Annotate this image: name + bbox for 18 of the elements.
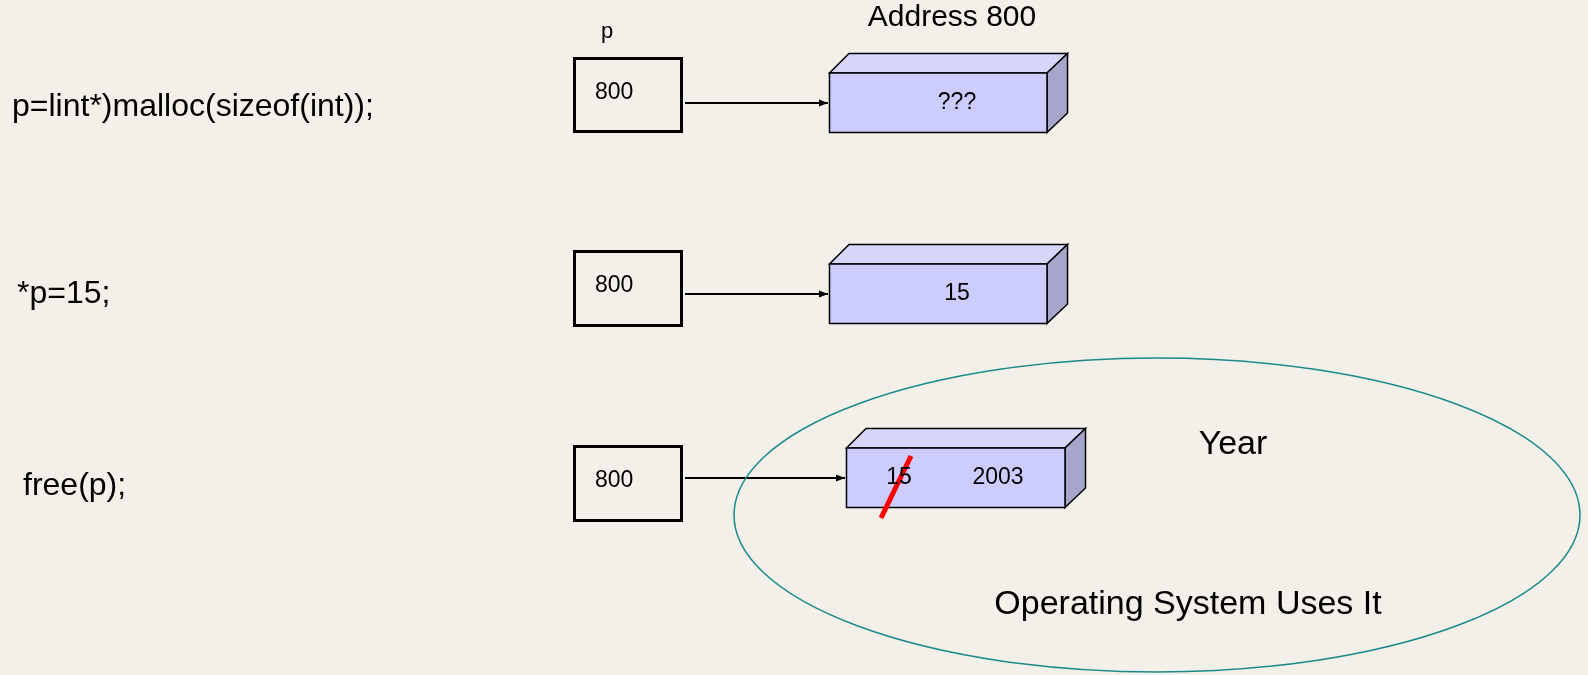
pointer-box: [573, 250, 683, 327]
address-label: Address 800: [867, 1, 1037, 31]
code-line: p=lint*)malloc(sizeof(int));: [12, 89, 374, 121]
variable-name: p: [601, 20, 614, 42]
value-text: 800: [595, 80, 634, 103]
value-text: 2003: [972, 464, 1024, 488]
arrow: [684, 290, 829, 298]
region-caption: Operating System Uses It: [994, 585, 1382, 619]
value-text: 15: [944, 280, 970, 304]
pointer-box: [573, 445, 683, 522]
code-line: free(p);: [23, 468, 127, 500]
value-text: 800: [595, 273, 634, 296]
code-line: *p=15;: [17, 276, 111, 308]
value-text: ???: [937, 89, 977, 113]
arrow: [684, 474, 846, 482]
region-heading: Year: [1198, 425, 1268, 459]
value-text: 800: [595, 468, 634, 491]
arrow: [684, 99, 829, 107]
